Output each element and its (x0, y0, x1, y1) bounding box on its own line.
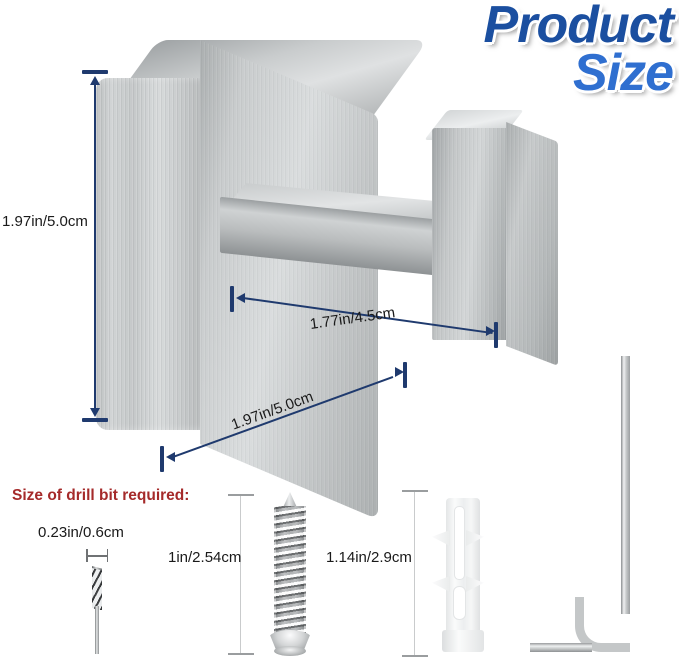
plate-left-face (96, 78, 204, 430)
plate-front-face (200, 40, 378, 520)
hook-arm-vertical (432, 128, 510, 340)
anchor-barb (432, 530, 450, 546)
drill-bit-image (88, 566, 106, 654)
height-line (94, 80, 96, 412)
width-cap-left (160, 446, 164, 472)
wrench-elbow (575, 597, 630, 652)
screw-measure-top-tick (228, 494, 254, 496)
screw-measure-bottom-tick (228, 653, 254, 655)
height-arrow-bottom (90, 408, 100, 417)
anchor-measure-top-tick (402, 490, 428, 492)
drill-bit-caliper-marker (86, 549, 108, 562)
anchor-measure-bottom-tick (402, 655, 428, 657)
anchor-collar (442, 630, 484, 652)
brushed-grain-texture (200, 40, 378, 520)
brushed-grain-texture (432, 128, 510, 340)
height-cap-top (82, 70, 108, 74)
title-line-product: Product (483, 0, 674, 54)
title-line-size: Size (572, 43, 674, 102)
brushed-grain-texture (506, 122, 558, 366)
anchor-expansion-slot (453, 586, 466, 620)
height-value-label: 1.97in/5.0cm (2, 213, 88, 230)
drill-bit-shank (95, 606, 99, 654)
screw-measure-guide (240, 494, 241, 654)
anchor-barb (432, 576, 450, 592)
anchor-measure-guide (414, 490, 415, 656)
screw-image (268, 492, 312, 658)
screw-size-label: 1in/2.54cm (168, 549, 242, 566)
drill-bit-twist (92, 568, 102, 610)
depth-arrow-left (236, 293, 245, 303)
depth-cap-left (230, 286, 234, 312)
wrench-short-arm (530, 643, 592, 652)
screw-head-rim (274, 646, 306, 656)
allen-wrench-image (524, 356, 644, 652)
depth-arrow-right (486, 326, 495, 336)
width-cap-right (403, 362, 407, 388)
depth-cap-right (494, 322, 498, 348)
brushed-grain-texture (96, 78, 204, 430)
wrench-long-arm (621, 356, 630, 614)
width-arrow-left (166, 452, 175, 462)
width-arrow-right (395, 367, 404, 377)
drill-bit-size-label: 0.23in/0.6cm (38, 524, 124, 541)
anchor-size-label: 1.14in/2.9cm (326, 549, 412, 566)
wall-anchor-image (436, 490, 490, 658)
drill-bit-heading: Size of drill bit required: (12, 487, 190, 504)
title-block: Product Size (483, 0, 674, 102)
height-cap-bottom (82, 418, 108, 422)
anchor-expansion-slot (454, 506, 465, 580)
screw-threads (274, 506, 306, 634)
hook-tip-side-face (506, 122, 558, 366)
